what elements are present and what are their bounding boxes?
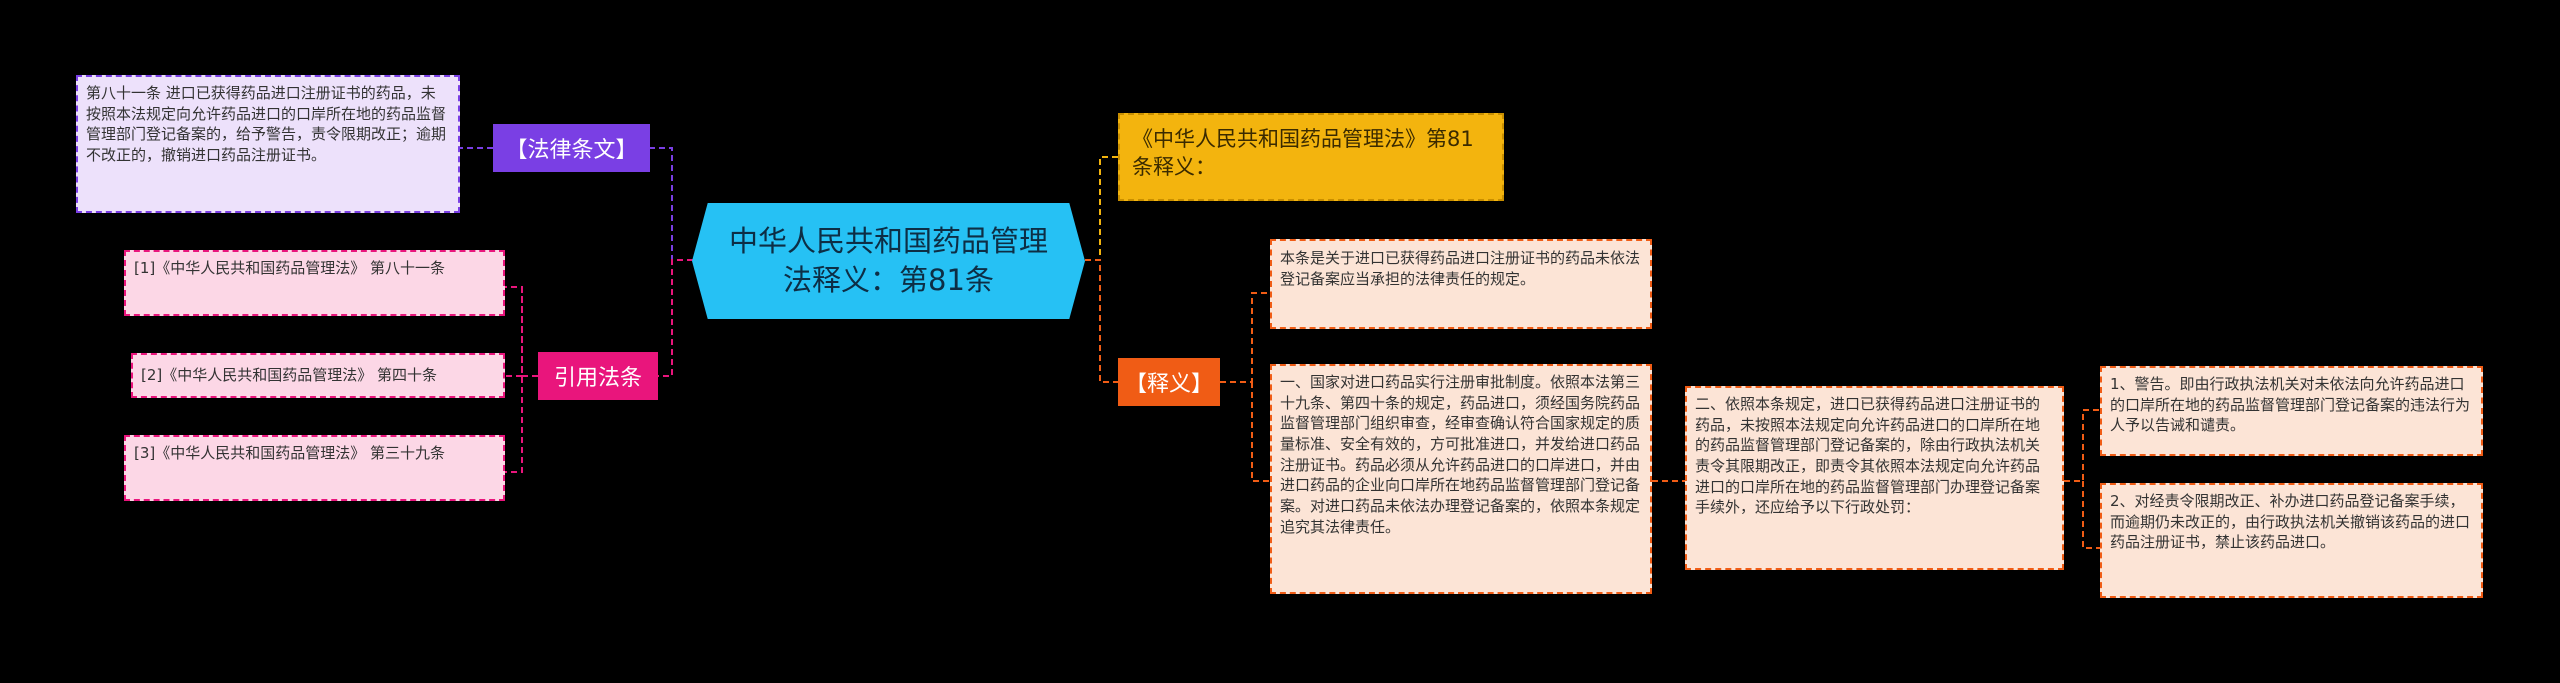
link-two-penalties xyxy=(2064,409,2100,549)
central-topic[interactable]: 中华人民共和国药品管理法释义：第81条 xyxy=(692,203,1085,319)
law-tag-label: 【法律条文】 xyxy=(505,138,638,163)
citation-item[interactable]: [3]《中华人民共和国药品管理法》 第三十九条 xyxy=(124,435,505,501)
link-central-law xyxy=(650,147,693,261)
link-interp-children xyxy=(1220,292,1270,482)
interpretation-summary[interactable]: 本条是关于进口已获得药品进口注册证书的药品未依法登记备案应当承担的法律责任的规定… xyxy=(1270,239,1652,329)
penalty-item-text: 1、警告。即由行政执法机关对未依法向允许药品进口的口岸所在地的药品监督管理部门登… xyxy=(2110,375,2471,435)
interpretation-title-text: 《中华人民共和国药品管理法》第81条释义： xyxy=(1132,127,1474,180)
interpretation-point-one-text: 一、国家对进口药品实行注册审批制度。依照本法第三十九条、第四十条的规定，药品进口… xyxy=(1280,373,1641,536)
citation-item-text: [3]《中华人民共和国药品管理法》 第三十九条 xyxy=(134,444,446,462)
citation-item[interactable]: [2]《中华人民共和国药品管理法》 第四十条 xyxy=(131,353,505,398)
citation-item[interactable]: [1]《中华人民共和国药品管理法》 第八十一条 xyxy=(124,250,505,316)
link-central-cite xyxy=(658,259,693,377)
law-article-text[interactable]: 第八十一条 进口已获得药品进口注册证书的药品，未按照本法规定向允许药品进口的口岸… xyxy=(76,75,460,213)
interpretation-summary-text: 本条是关于进口已获得药品进口注册证书的药品未依法登记备案应当承担的法律责任的规定… xyxy=(1280,249,1641,288)
law-article-content: 第八十一条 进口已获得药品进口注册证书的药品，未按照本法规定向允许药品进口的口岸… xyxy=(86,84,447,165)
citation-tag-label: 引用法条 xyxy=(553,366,642,391)
interpretation-title[interactable]: 《中华人民共和国药品管理法》第81条释义： xyxy=(1118,113,1504,201)
link-central-title xyxy=(1085,156,1118,261)
penalty-item-text: 2、对经责令限期改正、补办进口药品登记备案手续，而逾期仍未改正的，由行政执法机关… xyxy=(2110,492,2471,552)
interpretation-point-two[interactable]: 二、依照本条规定，进口已获得药品进口注册证书的药品，未按照本法规定向允许药品进口… xyxy=(1685,386,2064,570)
citation-tag[interactable]: 引用法条 xyxy=(538,352,658,400)
penalty-item[interactable]: 1、警告。即由行政执法机关对未依法向允许药品进口的口岸所在地的药品监督管理部门登… xyxy=(2100,366,2483,456)
citation-item-text: [1]《中华人民共和国药品管理法》 第八十一条 xyxy=(134,259,446,277)
link-cite-items xyxy=(505,286,538,473)
interpretation-tag-label: 【释义】 xyxy=(1124,372,1213,397)
interpretation-point-two-text: 二、依照本条规定，进口已获得药品进口注册证书的药品，未按照本法规定向允许药品进口… xyxy=(1695,395,2041,517)
interpretation-tag[interactable]: 【释义】 xyxy=(1118,358,1220,406)
link-central-interp xyxy=(1085,259,1118,383)
law-tag[interactable]: 【法律条文】 xyxy=(493,124,650,172)
central-title: 中华人民共和国药品管理法释义：第81条 xyxy=(728,223,1048,297)
interpretation-point-one[interactable]: 一、国家对进口药品实行注册审批制度。依照本法第三十九条、第四十条的规定，药品进口… xyxy=(1270,364,1652,594)
penalty-item[interactable]: 2、对经责令限期改正、补办进口药品登记备案手续，而逾期仍未改正的，由行政执法机关… xyxy=(2100,483,2483,598)
citation-item-text: [2]《中华人民共和国药品管理法》 第四十条 xyxy=(141,366,438,384)
